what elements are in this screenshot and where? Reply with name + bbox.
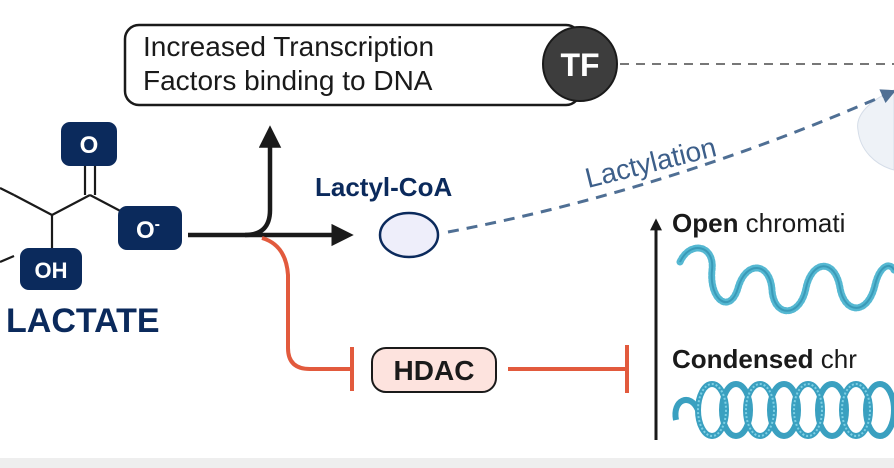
lactylation-dashed-arrow [447, 89, 894, 234]
nucleus-edge-shape [857, 89, 894, 171]
lactyl-coa-circle [378, 211, 440, 259]
lactate-branch-arrows [188, 125, 354, 247]
hydroxyl-label: OH [35, 258, 68, 283]
oxygen-atom-badge: O [61, 122, 117, 166]
hdac-inhibition-path [261, 236, 629, 393]
open-chromatin-label: Open chromati [672, 208, 845, 238]
carboxylate-oxygen-badge: O- [118, 206, 182, 250]
lactate-structure [0, 155, 129, 264]
open-chromatin-dna-core [679, 247, 894, 312]
lactylation-label: Lactylation [582, 131, 719, 193]
carboxylate-charge: - [155, 216, 160, 233]
hdac-label: HDAC [394, 355, 475, 386]
condensed-chromatin-dna-texture [697, 383, 871, 437]
open-chromatin-rest: chromati [738, 208, 845, 238]
condensed-chromatin-bold: Condensed [672, 344, 814, 374]
svg-text:O-: O- [136, 216, 160, 244]
lactyl-coa-label: Lactyl-CoA [315, 172, 452, 202]
tf-box: Increased Transcription Factors binding … [123, 23, 582, 107]
tf-badge-label: TF [560, 47, 599, 83]
tf-box-line2: Factors binding to DNA [143, 65, 433, 96]
bottom-band [0, 458, 894, 468]
condensed-chromatin-rest: chr [814, 344, 858, 374]
tf-badge: TF [542, 26, 618, 102]
hydroxyl-badge: OH [20, 248, 82, 290]
hdac-box: HDAC [371, 347, 497, 393]
carboxylate-oxygen-label: O [136, 217, 155, 244]
condensed-chromatin-label: Condensed chr [672, 344, 857, 374]
oxygen-atom-label: O [80, 132, 99, 159]
condensed-chromatin-dna [672, 381, 894, 439]
open-chromatin-bold: Open [672, 208, 738, 238]
tf-box-line1: Increased Transcription [143, 31, 434, 62]
lactate-label: LACTATE [6, 302, 160, 340]
